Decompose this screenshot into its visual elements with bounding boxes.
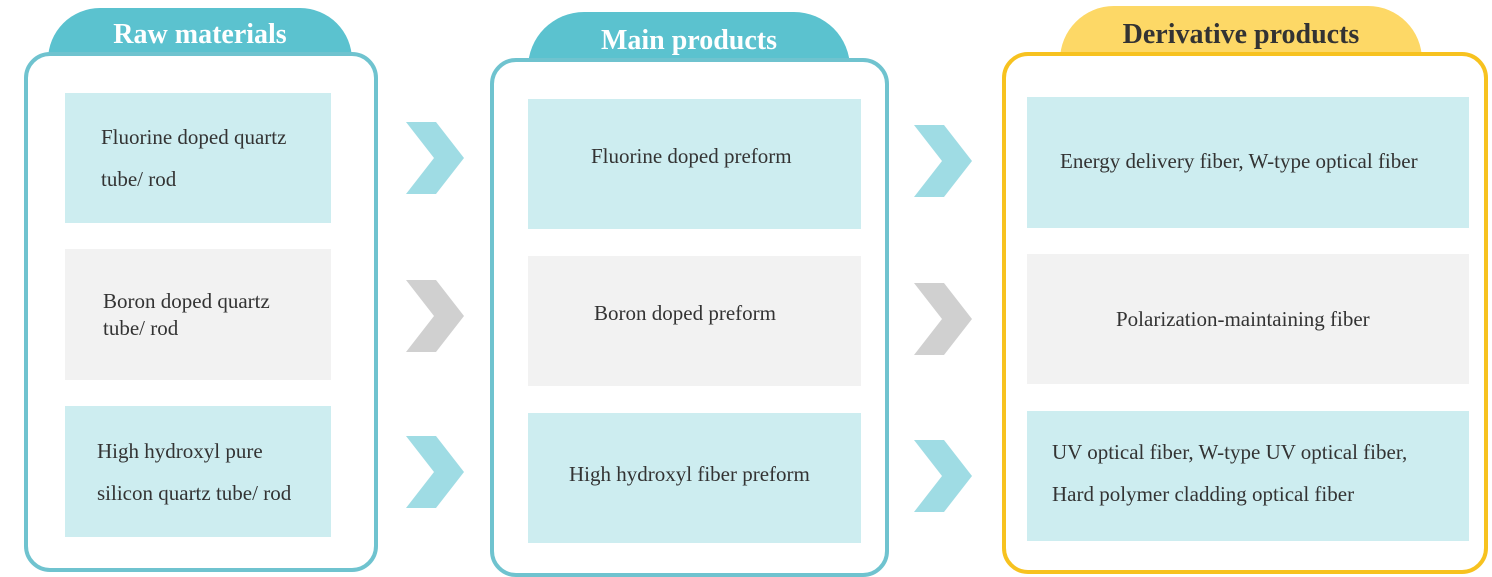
chevron-right-icon: [406, 280, 464, 352]
chevron-right-icon: [406, 122, 464, 194]
chevron-right-icon: [406, 436, 464, 508]
derivative-item-uv: UV optical fiber, W-type UV optical fibe…: [1027, 411, 1469, 541]
derivative-item-energy: Energy delivery fiber, W-type optical fi…: [1027, 97, 1469, 228]
raw-item-boron: Boron doped quartz tube/ rod: [65, 249, 331, 380]
main-item-fluorine: Fluorine doped preform: [528, 99, 861, 229]
main-products-title: Main products: [600, 25, 778, 56]
chevron-right-icon: [914, 283, 972, 355]
main-item-hydroxyl: High hydroxyl fiber preform: [528, 413, 861, 543]
main-item-boron: Boron doped preform: [528, 256, 861, 386]
derivative-products-title: Derivative products: [1122, 19, 1360, 50]
chevron-right-icon: [914, 125, 972, 197]
chevron-right-icon: [914, 440, 972, 512]
derivative-products-tab: Derivative products: [1060, 6, 1422, 60]
raw-materials-tab: Raw materials: [48, 8, 352, 60]
raw-materials-title: Raw materials: [113, 19, 287, 50]
raw-item-fluorine: Fluorine doped quartz tube/ rod: [65, 93, 331, 223]
raw-item-hydroxyl: High hydroxyl pure silicon quartz tube/ …: [65, 406, 331, 537]
derivative-item-polarization: Polarization-maintaining fiber: [1027, 254, 1469, 384]
